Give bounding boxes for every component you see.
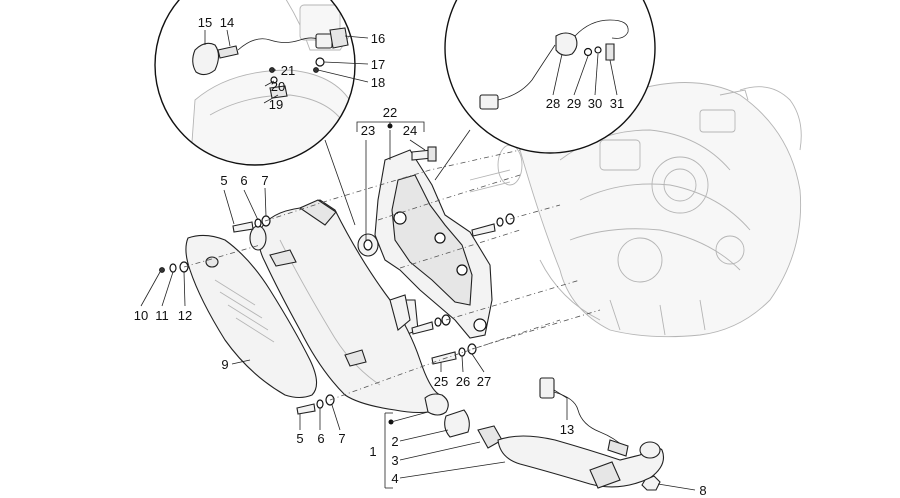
leader-lines bbox=[140, 29, 696, 491]
label-24: 24 bbox=[403, 123, 417, 138]
label-7-lower: 7 bbox=[338, 431, 345, 446]
detail-circle-right bbox=[444, 0, 656, 154]
right-circle-connector bbox=[434, 129, 471, 181]
label-8: 8 bbox=[699, 483, 706, 498]
label-25: 25 bbox=[434, 374, 448, 389]
exhaust-pipe-assembly bbox=[424, 393, 665, 489]
label-17: 17 bbox=[371, 57, 385, 72]
label-18: 18 bbox=[371, 75, 385, 90]
left-circle-connector bbox=[324, 139, 356, 226]
bracket-bolt bbox=[411, 146, 437, 162]
label-22: 22 bbox=[383, 105, 397, 120]
label-15: 15 bbox=[198, 15, 212, 30]
label-7-upper: 7 bbox=[261, 173, 268, 188]
label-28: 28 bbox=[546, 96, 560, 111]
engine-block-illustration bbox=[469, 82, 802, 338]
assembly-dash-lines bbox=[183, 149, 601, 401]
label-16: 16 bbox=[371, 31, 385, 46]
bolts-and-washers bbox=[159, 213, 515, 415]
mounting-bracket bbox=[374, 149, 493, 339]
label-31: 31 bbox=[610, 96, 624, 111]
label-30: 30 bbox=[588, 96, 602, 111]
label-11: 11 bbox=[155, 308, 169, 323]
label-9: 9 bbox=[221, 357, 228, 372]
label-3: 3 bbox=[391, 453, 398, 468]
nut bbox=[641, 475, 661, 491]
label-29: 29 bbox=[567, 96, 581, 111]
part-number-labels: 15 14 16 21 17 18 20 19 22 23 24 28 29 3… bbox=[134, 15, 707, 498]
label-6-lower: 6 bbox=[317, 431, 324, 446]
detail-circle-left bbox=[154, 0, 356, 166]
label-5-lower: 5 bbox=[296, 431, 303, 446]
label-19: 19 bbox=[269, 97, 283, 112]
label-27: 27 bbox=[477, 374, 491, 389]
label-6-upper: 6 bbox=[240, 173, 247, 188]
label-2: 2 bbox=[391, 434, 398, 449]
label-13: 13 bbox=[560, 422, 574, 437]
label-12: 12 bbox=[178, 308, 192, 323]
oxygen-sensor-lower bbox=[539, 377, 629, 457]
label-21: 21 bbox=[281, 63, 295, 78]
label-4: 4 bbox=[391, 471, 398, 486]
label-10: 10 bbox=[134, 308, 148, 323]
label-20: 20 bbox=[271, 79, 285, 94]
label-5-upper: 5 bbox=[220, 173, 227, 188]
label-23: 23 bbox=[361, 123, 375, 138]
bracket-bearing bbox=[357, 233, 379, 257]
label-14: 14 bbox=[220, 15, 234, 30]
label-26: 26 bbox=[456, 374, 470, 389]
label-1: 1 bbox=[369, 444, 376, 459]
